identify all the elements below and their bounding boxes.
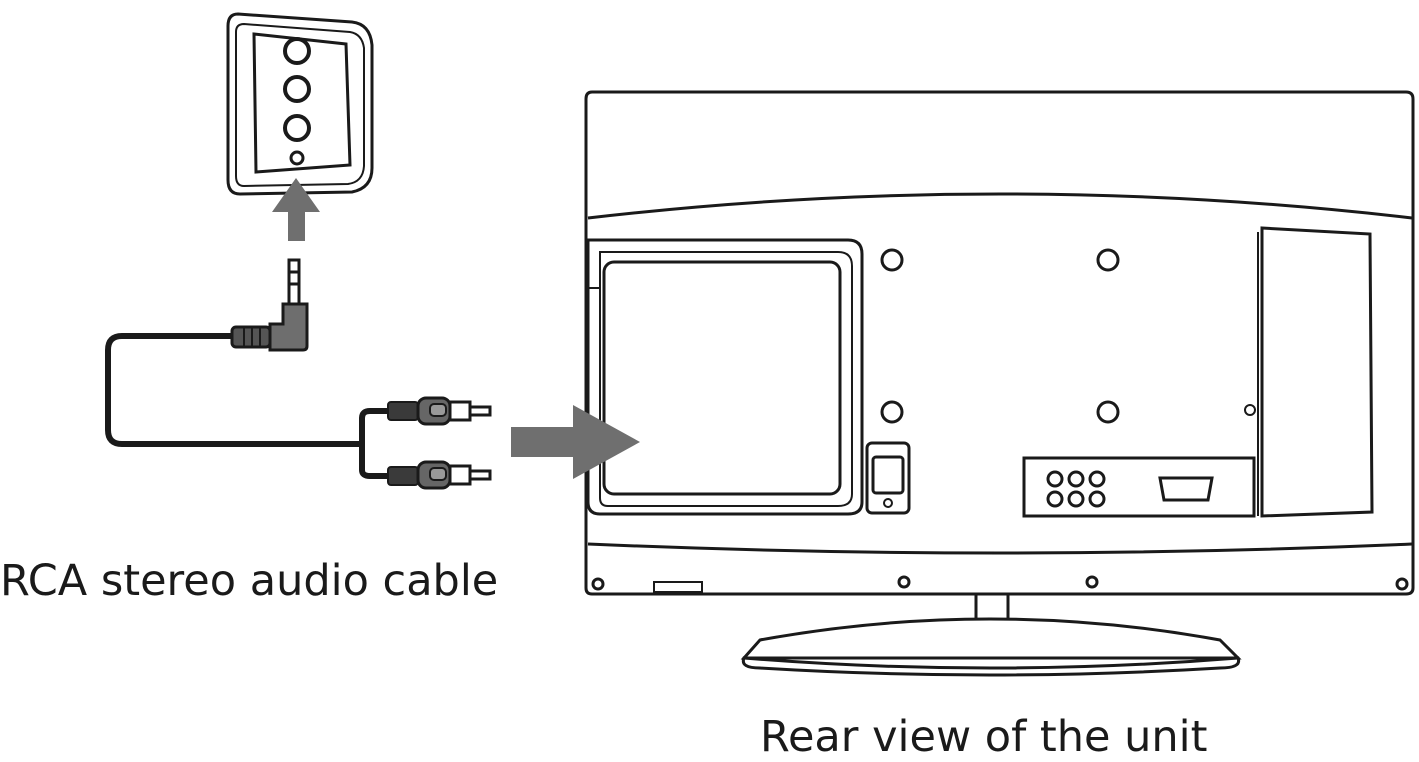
tv-rear-icon <box>584 90 1415 677</box>
rca-plug-top-icon <box>387 396 492 426</box>
cable-caption: RCA stereo audio cable <box>0 556 499 606</box>
rca-plug-bottom-icon <box>387 460 492 490</box>
rear-view-caption: Rear view of the unit <box>760 712 1208 762</box>
up-arrow-icon <box>272 178 320 241</box>
tv-stand-icon <box>740 617 1242 677</box>
rca-cable-icon <box>105 258 492 490</box>
mini-jack-plug-icon <box>230 258 309 352</box>
speaker-device-icon <box>226 12 374 196</box>
io-panel-icon <box>1022 456 1256 518</box>
right-arrow-icon <box>511 405 640 479</box>
power-switch-icon <box>865 441 911 515</box>
